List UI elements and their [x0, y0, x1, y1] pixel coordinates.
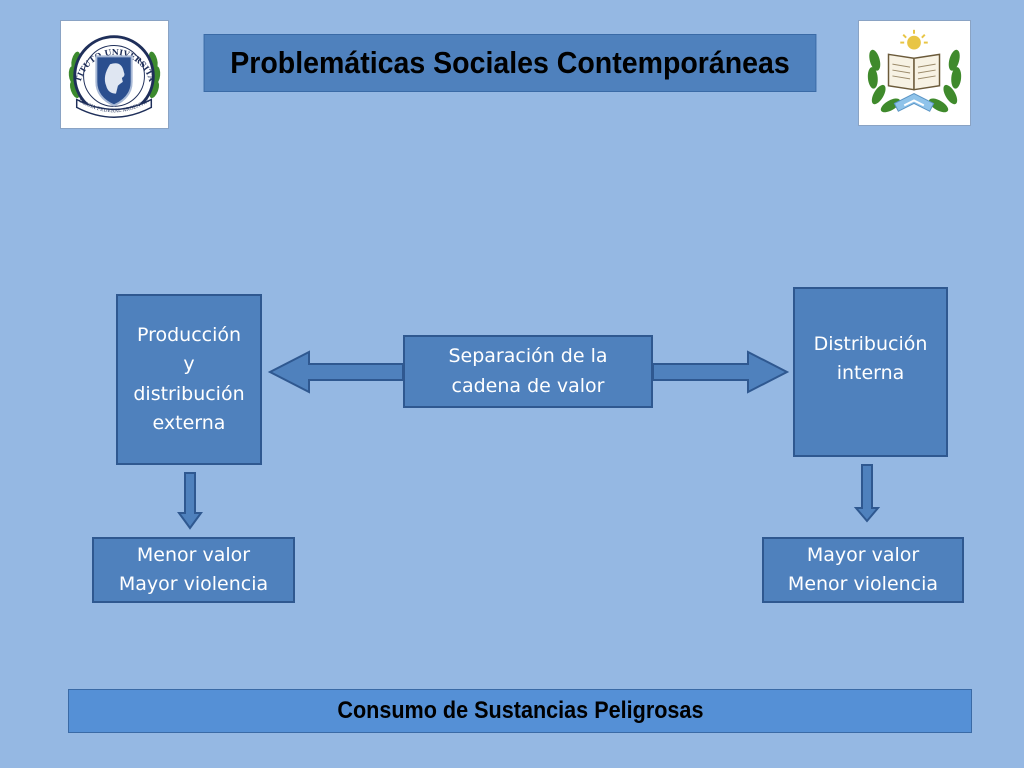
institute-emblem-icon: INSTITUTO UNIVERSITARIO POLICIA FEDERAL … [61, 21, 161, 118]
node-menor-valor: Menor valor Mayor violencia [92, 537, 295, 603]
arrow-left-to-produccion [267, 350, 404, 394]
university-logo [858, 20, 971, 126]
node-separacion: Separación de la cadena de valor [403, 335, 653, 408]
arrow-down-to-menor [177, 472, 203, 530]
node-distribucion-label: Distribución interna [813, 332, 928, 384]
arrow-right-to-distribucion [652, 350, 790, 394]
node-distribucion: Distribución interna [793, 287, 948, 457]
open-book-emblem-icon [867, 29, 962, 113]
footer-topic: Consumo de Sustancias Peligrosas [68, 689, 972, 733]
footer-topic-label: Consumo de Sustancias Peligrosas [336, 697, 704, 724]
node-mayor-valor: Mayor valor Menor violencia [762, 537, 964, 603]
node-menor-valor-label: Menor valor Mayor violencia [118, 543, 269, 595]
node-separacion-label: Separación de la cadena de valor [448, 345, 608, 397]
institute-logo: INSTITUTO UNIVERSITARIO POLICIA FEDERAL … [60, 20, 169, 129]
node-produccion: Producción y distribución externa [116, 294, 262, 465]
node-produccion-label: Producción y distribución externa [133, 323, 245, 434]
node-mayor-valor-label: Mayor valor Menor violencia [787, 543, 939, 595]
arrow-down-to-mayor [853, 464, 881, 523]
page-title: Problemáticas Sociales Contemporáneas [203, 34, 817, 92]
